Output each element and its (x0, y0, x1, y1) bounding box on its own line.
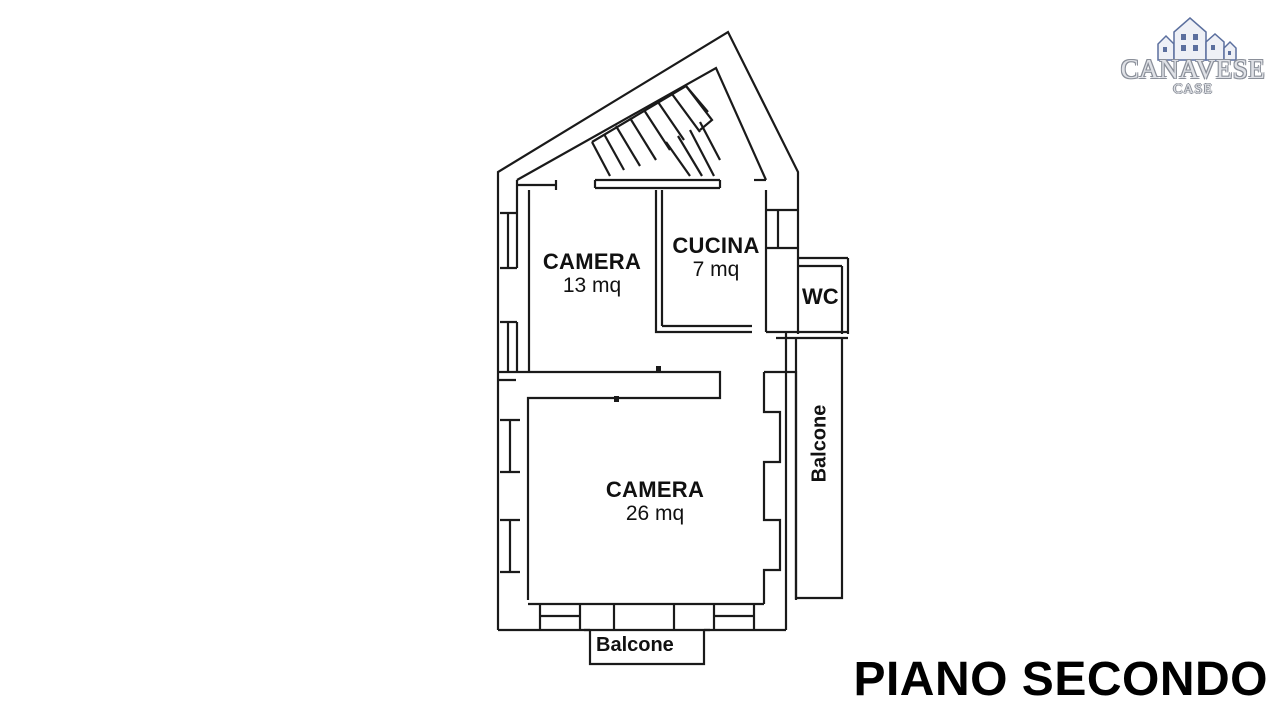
outer-wall (496, 30, 800, 630)
camera-large-label: CAMERA 26 mq (590, 477, 720, 526)
balcone-side-label: Balcone (808, 404, 831, 483)
internal-wall (498, 370, 722, 600)
wc-label: WC (802, 284, 839, 309)
floor-title: PIANO SECONDO (853, 653, 1268, 706)
houses-logo-icon (1157, 17, 1237, 61)
room-area: 7 mq (692, 258, 740, 282)
bottom-balcony (588, 630, 706, 666)
cucina-partition (654, 190, 752, 334)
canavese-case-logo: CANAVESE CASE (1118, 14, 1268, 100)
room-name: CUCINA (672, 233, 760, 258)
camera-small-label: CAMERA 13 mq (532, 249, 652, 298)
balcone-bottom-label: Balcone (596, 634, 674, 656)
cucina-label: CUCINA 7 mq (660, 233, 772, 282)
inner-wall-top (516, 66, 768, 181)
room-area: 13 mq (562, 274, 622, 298)
staircase (591, 84, 721, 177)
logo-word: CANAVESE (1120, 54, 1266, 84)
room-area: 26 mq (625, 502, 685, 526)
logo-sub: CASE (1173, 82, 1213, 97)
room-name: CAMERA (542, 249, 642, 274)
room-name: CAMERA (605, 477, 705, 502)
